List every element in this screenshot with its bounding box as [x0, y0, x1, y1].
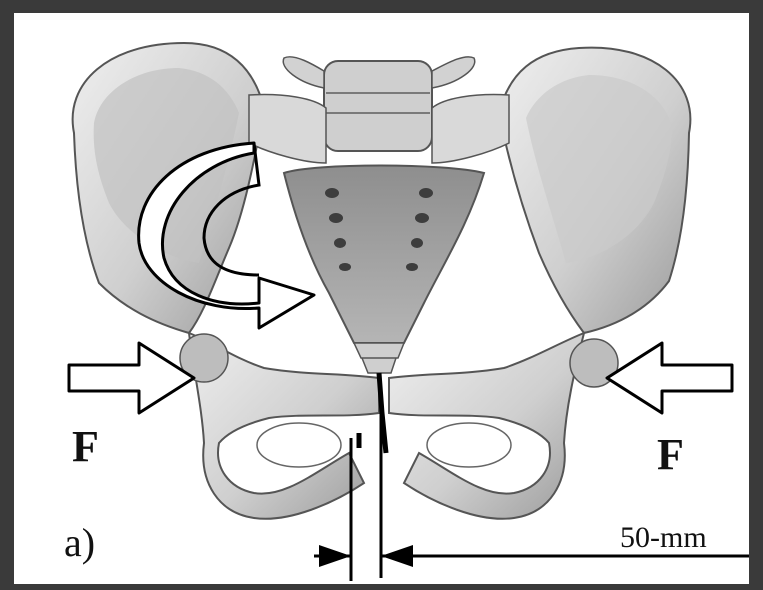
force-label-right: F	[657, 433, 684, 477]
force-label-left: F	[72, 425, 99, 469]
force-arrow-right	[607, 343, 732, 413]
coccyx	[354, 343, 404, 373]
sacrum	[284, 166, 484, 344]
left-obturator-foramen	[257, 423, 341, 467]
panel-label: a)	[64, 523, 95, 563]
pelvis-diagram	[14, 13, 749, 584]
right-obturator-foramen	[427, 423, 511, 467]
transverse-process-left	[283, 57, 324, 88]
figure-panel: F F a) 50-mm	[14, 13, 749, 584]
lumbar-vertebra	[324, 61, 432, 151]
distance-label: 50-mm	[620, 523, 707, 553]
force-arrow-left	[69, 343, 194, 413]
transverse-process-right	[432, 57, 475, 88]
